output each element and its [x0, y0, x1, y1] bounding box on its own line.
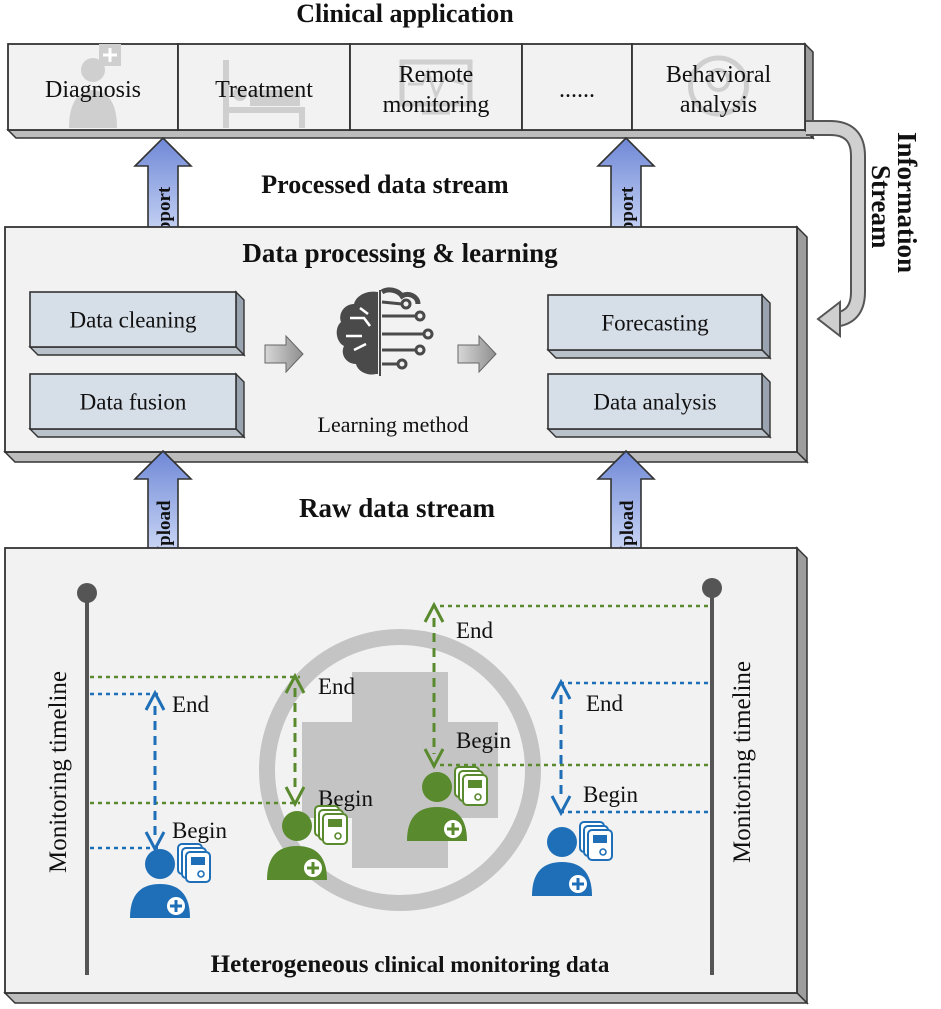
learning-method-label: Learning method	[318, 412, 469, 437]
clinical-application-item-label: Treatment	[215, 77, 313, 103]
doctor-icon	[69, 44, 121, 128]
raw-data-stream-title: Raw data stream	[299, 493, 495, 523]
data-cleaning-box-label: Data cleaning	[69, 308, 197, 333]
end-label-0: End	[172, 692, 210, 717]
guide-lines	[90, 604, 710, 850]
information-stream-arrow	[806, 120, 866, 339]
data-analysis-box: Data analysis	[546, 372, 772, 439]
clinical-application-item-1: Treatment	[177, 43, 351, 131]
clinical-application-item-label: ......	[559, 77, 595, 103]
patient-icon-green-left	[267, 805, 348, 880]
data-fusion-box: Data fusion	[28, 372, 246, 439]
upload-arrow-right-label: Upload	[617, 500, 638, 560]
data-cleaning-box: Data cleaning	[28, 290, 246, 357]
data-processing-title: Data processing & learning	[242, 238, 558, 268]
information-stream-label-line2: Stream	[866, 165, 896, 249]
medical-device-icon	[454, 766, 488, 806]
patient-icon-blue-right	[532, 821, 613, 896]
forecasting-box-label: Forecasting	[601, 311, 709, 336]
flow-arrow-left	[264, 334, 304, 374]
information-stream-label-line1: Information	[892, 132, 922, 273]
clinical-application-item-label: Diagnosis	[45, 77, 141, 103]
timeline-right	[702, 578, 722, 975]
flow-arrow-right	[457, 334, 497, 374]
data-analysis-box-label: Data analysis	[593, 390, 716, 415]
medical-device-icon	[177, 843, 211, 883]
clinical-application-item-label: Remote	[399, 62, 474, 88]
monitoring-title-rest: clinical monitoring data	[368, 952, 609, 977]
end-label-6: End	[586, 691, 624, 716]
medical-cross-icon	[259, 629, 541, 911]
clinical-application-item-label: Behavioral	[666, 62, 772, 88]
patient-icon-blue-left	[130, 843, 211, 918]
forecasting-box: Forecasting	[546, 293, 772, 360]
clinical-application-item-4: Behavioral analysis	[631, 43, 806, 131]
clinical-application-item-label: analysis	[680, 92, 757, 118]
begin-label-7: Begin	[583, 782, 638, 807]
medical-device-icon	[579, 821, 613, 861]
monitor-icon	[399, 59, 473, 115]
data-fusion-box-label: Data fusion	[80, 390, 187, 415]
person-head-icon	[688, 55, 749, 117]
timeline-right-label: Monitoring timeline	[729, 661, 756, 863]
monitoring-title-bold: Heterogeneous	[211, 951, 369, 978]
end-label-4: End	[456, 618, 494, 643]
clinical-application-item-3: ......	[521, 43, 633, 131]
end-label-2: End	[318, 674, 356, 699]
processed-data-stream-title: Processed data stream	[261, 170, 509, 199]
clinical-application-item-0: Diagnosis	[7, 43, 179, 131]
patient-icon-green-right	[407, 766, 488, 841]
begin-label-1: Begin	[172, 818, 227, 843]
duration-arrows	[144, 601, 572, 853]
clinical-application-item-2: Remote monitoring	[349, 43, 523, 131]
upload-arrow-left-label: Upload	[154, 500, 175, 560]
clinical-application-item-label: monitoring	[383, 92, 490, 118]
medical-device-icon	[314, 805, 348, 845]
monitoring-title: Heterogeneous clinical monitoring data	[211, 951, 610, 978]
timeline-left-label: Monitoring timeline	[45, 671, 72, 873]
clinical-application-title: Clinical application	[296, 0, 514, 28]
brain-circuit-icon	[336, 287, 434, 376]
timeline-left	[77, 583, 97, 975]
hospital-bed-icon	[223, 60, 305, 128]
begin-label-5: Begin	[456, 728, 511, 753]
